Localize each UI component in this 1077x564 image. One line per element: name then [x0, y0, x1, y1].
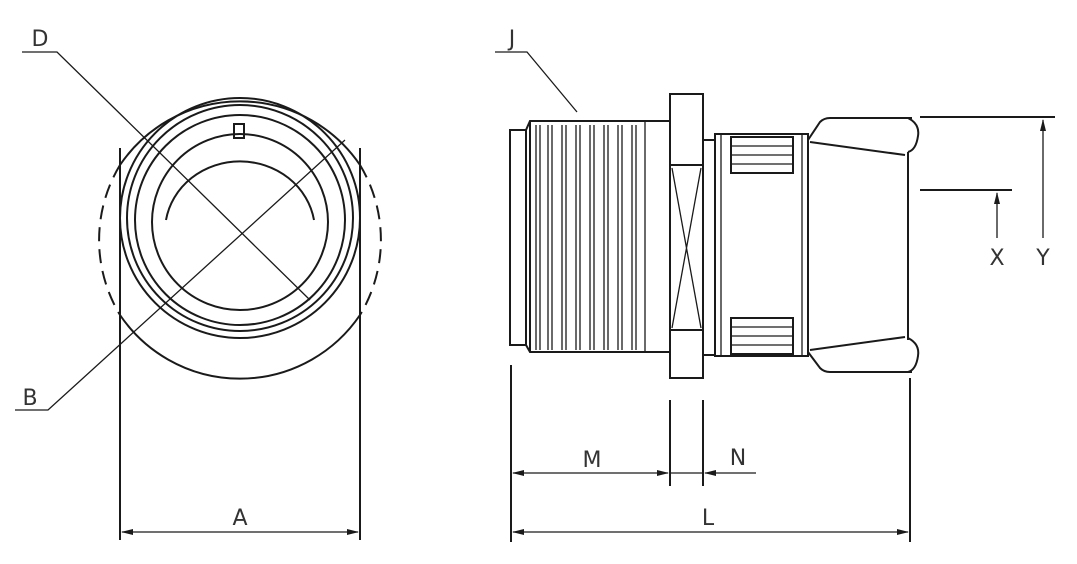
label-y: Y: [1035, 246, 1050, 271]
label-b: B: [22, 386, 37, 411]
leader-b: [15, 139, 346, 411]
front-lip: [509, 129, 527, 346]
outer-flange-circle: [119, 100, 361, 380]
screw-head-top: [907, 117, 920, 153]
label-d: D: [32, 27, 49, 52]
thread-circle-3: [134, 114, 346, 326]
label-j: J: [507, 27, 516, 52]
knurl-top: [730, 136, 794, 174]
leader-j: [495, 51, 578, 113]
thread-body: [525, 120, 670, 353]
back-shell: [807, 117, 912, 373]
label-l: L: [702, 506, 715, 531]
side-view: J X Y M N L: [495, 27, 1055, 542]
insert-circle: [151, 133, 329, 311]
coupling-nut: [714, 133, 809, 357]
front-view: D B A: [15, 27, 382, 540]
mounting-flange: [669, 93, 704, 379]
label-x: X: [989, 246, 1004, 271]
flange-hex-cross: [671, 167, 702, 329]
thread-circle-2: [126, 104, 354, 332]
outer-flange-dashed-right: [359, 164, 382, 316]
step-ring: [702, 139, 716, 356]
screw-head-bottom: [907, 337, 920, 373]
outer-flange-dashed-left: [98, 164, 121, 316]
label-n: N: [730, 446, 746, 471]
label-m: M: [583, 448, 602, 473]
leader-d: [22, 51, 311, 301]
flange-hex-face: [670, 164, 703, 331]
knurl-bottom: [730, 317, 794, 355]
key-slot: [233, 123, 245, 139]
insert-arc: [165, 160, 315, 221]
thread-ribs: [535, 121, 646, 352]
label-a: A: [232, 506, 247, 531]
